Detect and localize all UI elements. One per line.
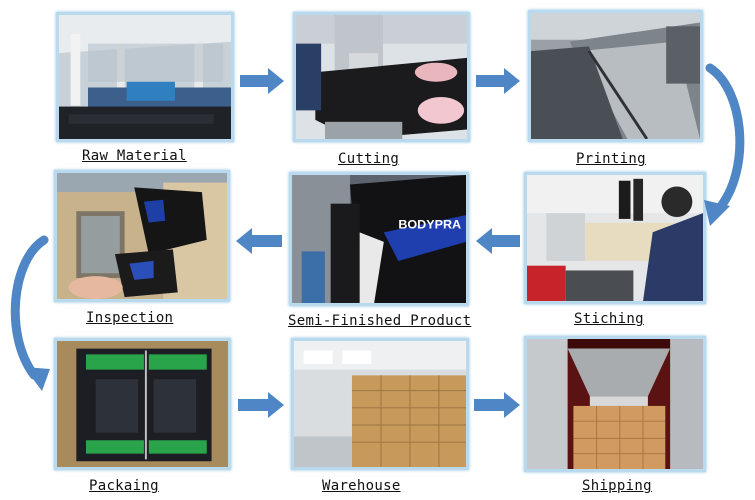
arrow-right-cutting-to-printing (476, 68, 520, 94)
label-printing: Printing (576, 151, 646, 167)
label-raw-material: Raw Material (82, 148, 187, 164)
label-warehouse: Warehouse (322, 478, 401, 494)
photo-shipping (524, 336, 706, 472)
label-shipping: Shipping (582, 478, 652, 494)
photo-printing (528, 10, 703, 142)
curved-arrow-printing-to-stiching (700, 60, 750, 230)
photo-raw-material (56, 12, 234, 142)
label-packaing: Packaing (89, 478, 159, 494)
photo-packaing (54, 338, 231, 470)
photo-stiching (524, 172, 706, 304)
arrow-left-semi-to-inspection (236, 228, 282, 254)
label-cutting: Cutting (338, 151, 400, 167)
label-inspection: Inspection (86, 310, 174, 326)
photo-inspection (54, 170, 230, 302)
brand-text: BODYPRA (398, 218, 461, 232)
arrow-right-packaing-to-warehouse (238, 392, 284, 418)
arrow-left-stiching-to-semi (476, 228, 520, 254)
photo-cutting (293, 12, 470, 142)
curved-arrow-inspection-to-packaing (4, 235, 54, 395)
photo-semi-finished-product: BODYPRA (289, 172, 469, 306)
arrow-right-warehouse-to-shipping (474, 392, 520, 418)
photo-warehouse (291, 338, 469, 470)
label-semi-finished-product: Semi-Finished Product (288, 313, 472, 329)
arrow-right-raw-to-cutting (240, 68, 284, 94)
label-stiching: Stiching (574, 311, 644, 327)
